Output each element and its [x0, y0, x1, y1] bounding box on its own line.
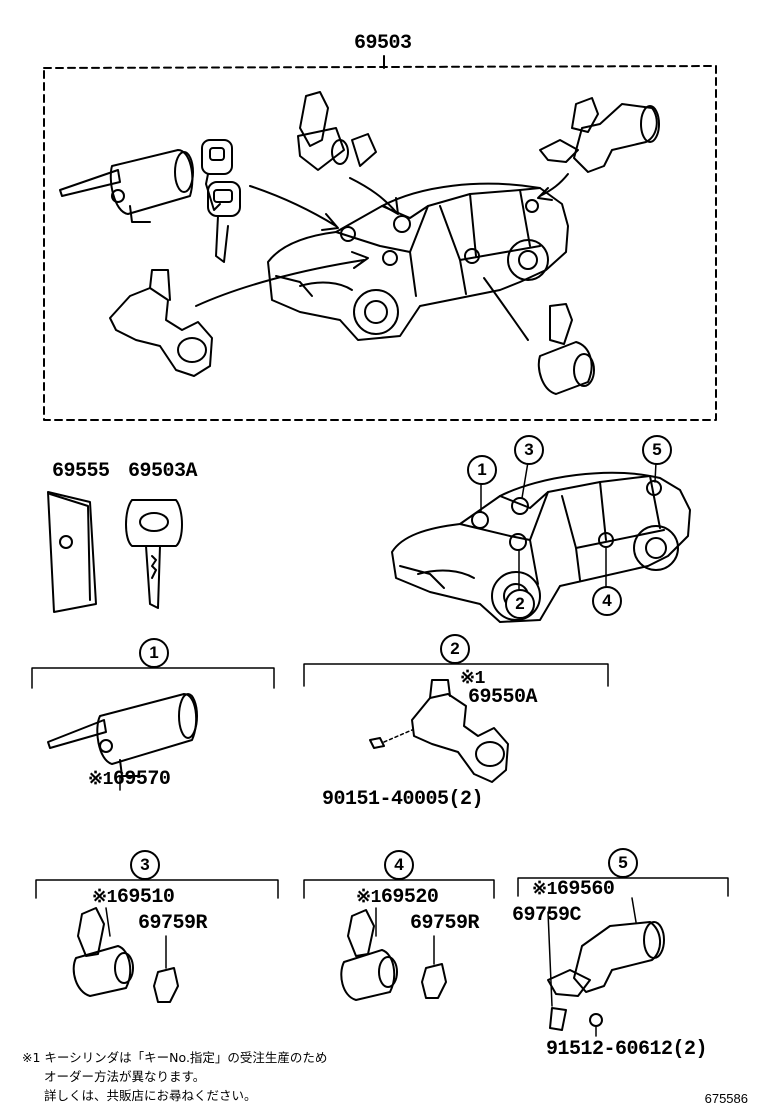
key-illustration: [125, 499, 183, 609]
key-plate-illustration: [47, 491, 97, 613]
door-lock-cylinder-top-lower: [537, 303, 595, 395]
car-illustration-top: [267, 182, 569, 341]
assembly-dashed-frame: [43, 65, 717, 421]
group-2-part-number: 69550A: [468, 686, 538, 709]
hood-lock-illustration: [369, 679, 509, 783]
callout-4: 4: [592, 586, 622, 616]
door-lock-cylinder-illustration-3: [72, 907, 179, 1003]
group-1-part-label: ※169570: [88, 768, 171, 791]
pointer-arrow-rear: [537, 173, 569, 201]
group-4-spring-part-number: 69759R: [410, 912, 480, 935]
pointer-arrow-door: [483, 277, 529, 341]
group-3-spring-part-number: 69759R: [138, 912, 208, 935]
footnote-line-3: 詳しくは、共販店にお尋ねください。: [44, 1088, 257, 1103]
assembly-part-number: 69503: [354, 32, 412, 55]
group-4-part-label: ※169520: [356, 886, 439, 909]
group-3-part-label: ※169510: [92, 886, 175, 909]
group-5-number: 5: [608, 848, 638, 878]
key-top: [201, 139, 241, 263]
diagram-code: 675586: [704, 1091, 748, 1106]
group-brackets: [31, 663, 729, 899]
group-5-spring-part-number: 69759C: [512, 904, 582, 927]
callout-1: 1: [467, 455, 497, 485]
pointer-arrow-hood: [195, 251, 369, 307]
door-lock-cylinder-illustration-4: [340, 907, 447, 1001]
group-5-part-label: ※169560: [532, 878, 615, 901]
door-lock-cylinder-top-right: [539, 97, 660, 173]
key-part-number: 69503A: [128, 460, 198, 483]
callout-2: 2: [505, 589, 535, 619]
callout-5: 5: [642, 435, 672, 465]
group-2-bolt-part-number: 90151-40005(2): [322, 788, 484, 811]
ignition-cylinder-illustration: [47, 693, 198, 791]
group-2-number: 2: [440, 634, 470, 664]
key-plate-part-number: 69555: [52, 460, 110, 483]
group-3-number: 3: [130, 850, 160, 880]
hood-lock-top: [109, 269, 213, 377]
ignition-cylinder-top: [59, 149, 194, 223]
car-illustration-callout: [391, 471, 691, 623]
pointer-arrow-trunk: [349, 177, 399, 215]
pointer-arrow-ignition: [249, 185, 339, 231]
trunk-lock-cylinder-illustration: [547, 897, 665, 1037]
footnote-line-1: ※1 キーシリンダは「キーNo.指定」の受注生産のため: [22, 1050, 328, 1065]
callout-leader-lines: [480, 461, 657, 591]
footnote-line-2: オーダー方法が異なります。: [44, 1069, 206, 1084]
group-1-number: 1: [139, 638, 169, 668]
callout-3: 3: [514, 435, 544, 465]
group-2-mark: ※1: [460, 669, 485, 689]
group-5-screw-part-number: 91512-60612(2): [546, 1038, 708, 1061]
door-lock-cylinder-top-front: [297, 91, 377, 171]
group-4-number: 4: [384, 850, 414, 880]
